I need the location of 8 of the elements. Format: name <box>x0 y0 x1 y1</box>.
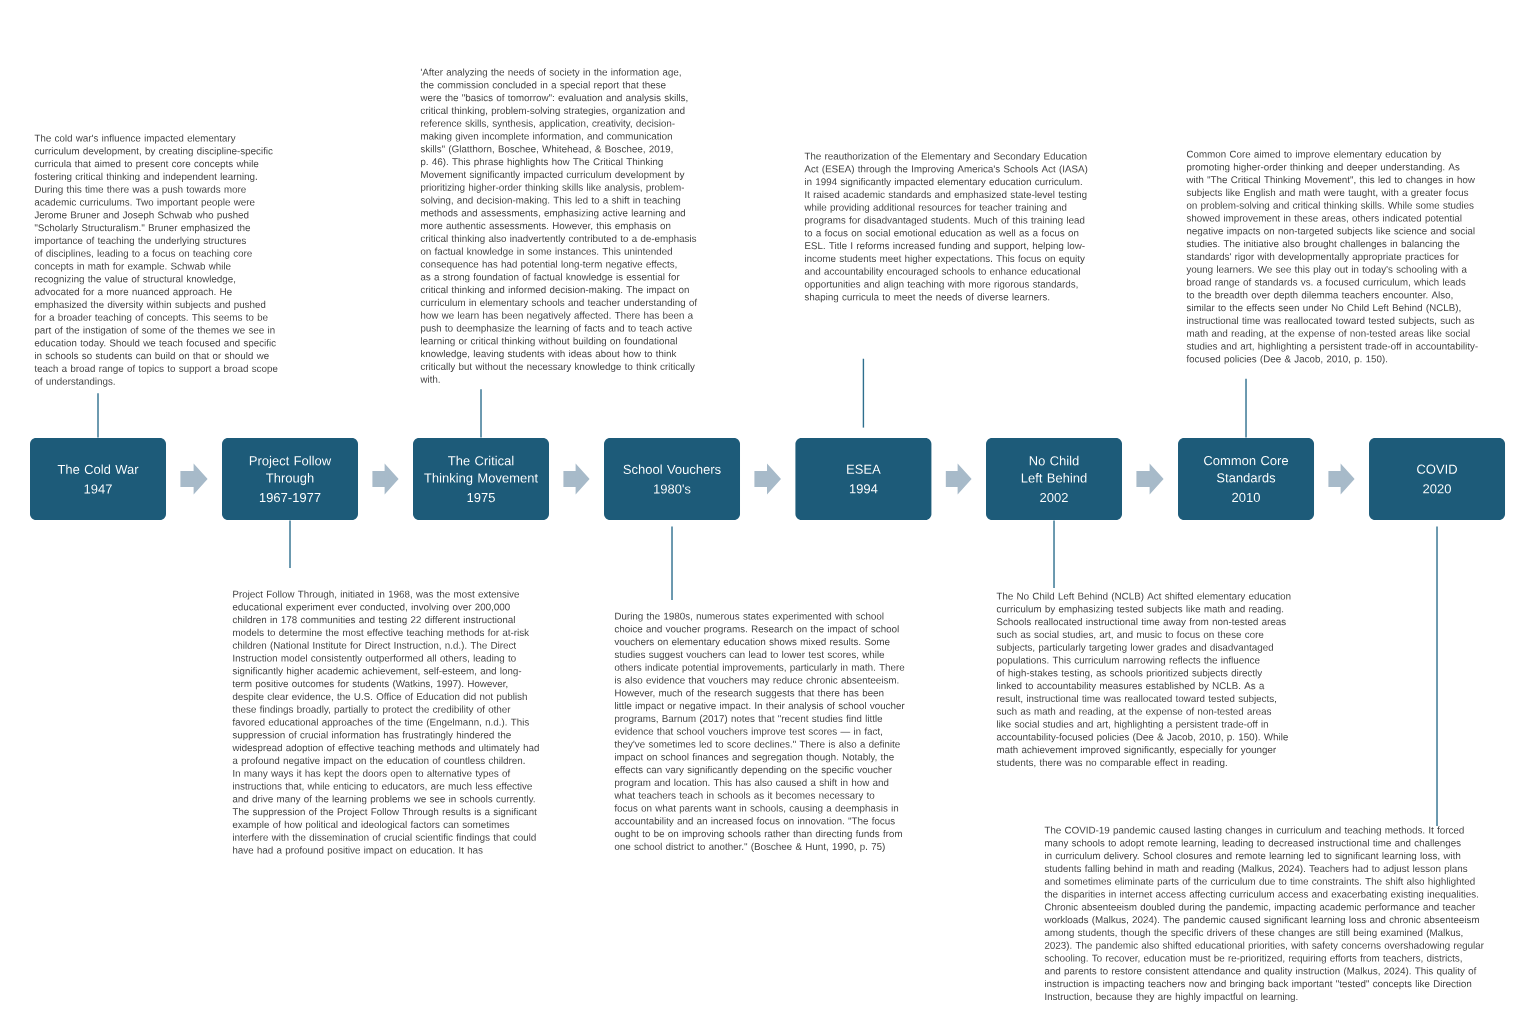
connector-line <box>480 388 482 439</box>
connector-line <box>289 519 291 569</box>
connector-line <box>671 525 673 601</box>
connector-line <box>1053 519 1055 589</box>
connector-line <box>1436 525 1438 827</box>
connector-line <box>862 358 865 429</box>
connector-line <box>97 392 99 439</box>
connector-line <box>1245 378 1247 439</box>
